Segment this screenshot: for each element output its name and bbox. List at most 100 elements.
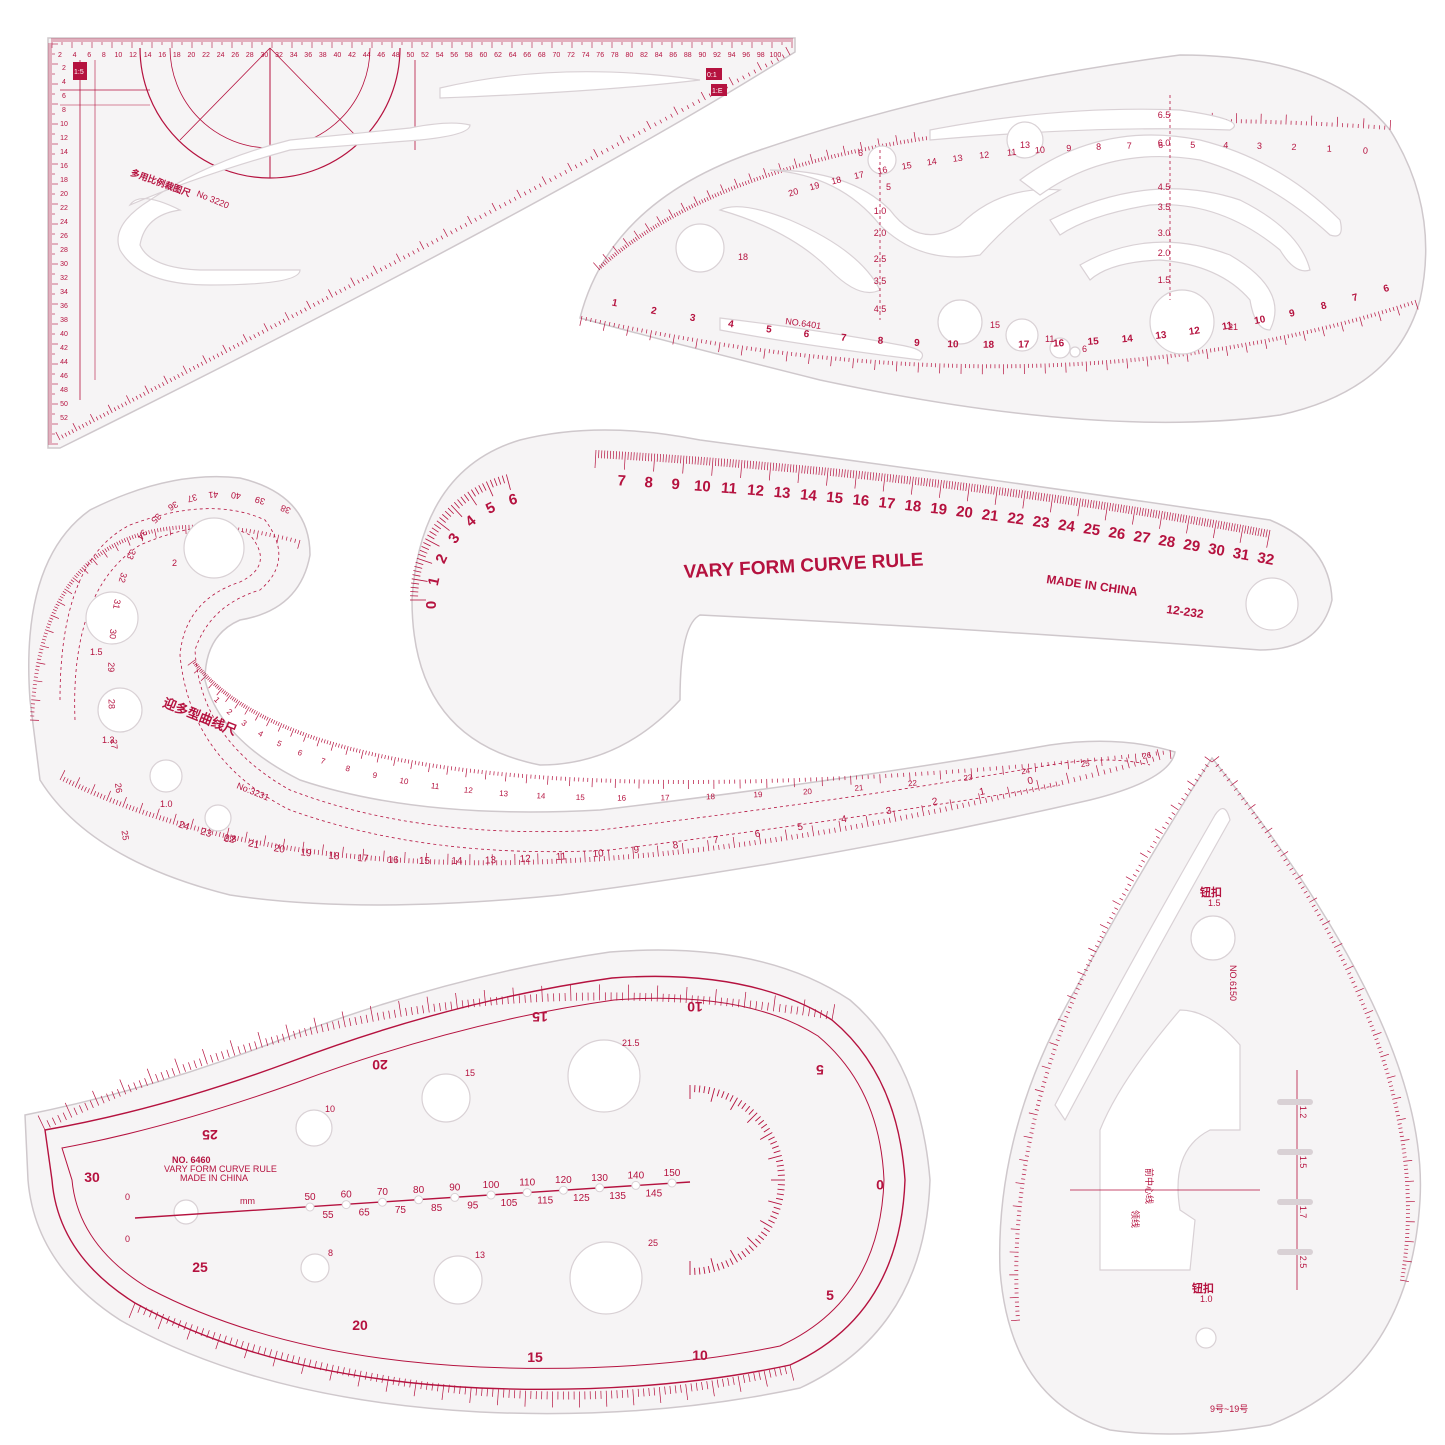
french-curve-hook-tick-label: 37 <box>186 492 198 504</box>
paisley-mm-label: 70 <box>377 1187 389 1198</box>
square-ruler-tick-label: 26 <box>231 52 239 59</box>
french-curve-inner-tick-label: 25 <box>1080 759 1091 769</box>
paisley-mm-label: 145 <box>645 1188 662 1199</box>
square-ruler-tick-label: 78 <box>611 52 619 59</box>
small-teardrop-model: NO.6150 <box>1228 965 1238 1001</box>
french-curve-hook-tick-label: 34 <box>135 528 149 542</box>
small-teardrop-ruler: 钮扣 1.5 钮扣 1.0 前中心线 领线 NO.6150 9号~19号 1.2… <box>998 756 1422 1435</box>
paisley-hole-label: 21.5 <box>622 1038 640 1048</box>
square-ruler-tick-label: 30 <box>261 52 269 59</box>
square-ruler-tick-label: 70 <box>553 52 561 59</box>
teardrop-bottom-tick-label: 4 <box>727 319 735 331</box>
square-ruler-tick-label: 42 <box>348 52 356 59</box>
teardrop-ruler: 18 15 11 6 21 13 6 5 NO.6401 6.56.04.53.… <box>579 54 1427 424</box>
paisley-rim-label: 15 <box>527 1349 543 1365</box>
square-ruler-left-scale: 2468101214161820222426283032343638404244… <box>60 65 68 422</box>
square-ruler-tick-label: 42 <box>60 345 68 352</box>
square-ruler-tick-label: 26 <box>60 233 68 240</box>
teardrop-center-tick-label: 1.5 <box>1158 275 1171 285</box>
small-teardrop-button-top: 钮扣 <box>1200 885 1222 899</box>
vary-form-tick-label: 14 <box>799 486 818 505</box>
french-curve-inner-tick-label: 11 <box>430 781 440 791</box>
small-teardrop-scale-label: 1.5 <box>1298 1156 1308 1169</box>
french-curve-hook-tick-label: 26 <box>113 782 124 793</box>
teardrop-top-tick-label: 2 <box>1291 142 1296 152</box>
french-curve-outer-tick-label: 7 <box>713 835 720 847</box>
square-ruler-tick-label: 32 <box>275 52 283 59</box>
vary-form-tick-label: 6 <box>507 491 519 510</box>
french-curve-inner-tick-label: 17 <box>661 793 671 802</box>
french-curve-hook-tick-label: 28 <box>106 699 116 709</box>
teardrop-bottom-tick-label: 9 <box>914 338 921 349</box>
square-ruler-tick-label: 20 <box>188 52 196 59</box>
french-curve-hook-tick-label: 30 <box>108 629 119 640</box>
square-ruler-tick-label: 68 <box>538 52 546 59</box>
paisley-mm-label: 150 <box>664 1168 681 1179</box>
paisley-mm-label: 90 <box>449 1182 461 1193</box>
teardrop-bottom-tick-label: 10 <box>1253 314 1266 327</box>
paisley-origin: MADE IN CHINA <box>180 1173 248 1183</box>
small-teardrop-button-top-size: 1.5 <box>1208 898 1221 908</box>
teardrop-top-tick-label: 6 <box>1158 140 1163 150</box>
french-curve-inner-tick-label: 15 <box>576 793 586 802</box>
square-ruler-tick-label: 48 <box>392 52 400 59</box>
square-ruler-tick-label: 50 <box>407 52 415 59</box>
square-ruler-tick-label: 22 <box>202 52 210 59</box>
paisley-rim-label: 10 <box>692 1347 708 1363</box>
french-curve-inner-tick-label: 13 <box>499 789 509 799</box>
teardrop-top-tick-label: 7 <box>1127 141 1132 151</box>
square-ruler-tick-label: 10 <box>115 52 123 59</box>
square-ruler-tick-label: 86 <box>669 52 677 59</box>
vary-form-tick-label: 18 <box>904 497 923 516</box>
teardrop-top-tick-label: 15 <box>901 160 913 172</box>
square-ruler-tag: 1:5 <box>74 69 84 76</box>
vary-form-tick-label: 23 <box>1032 513 1051 532</box>
french-curve-inner-tick-label: 2 <box>225 707 235 717</box>
french-curve-inner-tick-label: 19 <box>753 790 763 799</box>
vary-form-tick-label: 11 <box>720 479 737 497</box>
paisley-mm-label: 140 <box>627 1170 644 1181</box>
teardrop-bottom-tick-label: 9 <box>1288 308 1296 320</box>
french-curve-hook-tick-label: 31 <box>111 598 123 610</box>
teardrop-bottom-tick-label: 2 <box>650 305 658 317</box>
french-curve-outer-tick-label: 2 <box>931 796 939 808</box>
square-ruler-tick-label: 14 <box>60 149 68 156</box>
french-curve-hole-label: 1.3 <box>102 735 115 745</box>
teardrop-hole-label: 15 <box>990 320 1000 330</box>
small-teardrop-scale-label: 1.2 <box>1298 1106 1308 1119</box>
paisley-mm-label: 85 <box>431 1203 443 1214</box>
french-curve-outer-tick-label: 8 <box>672 840 679 852</box>
vary-form-tick-label: 22 <box>1006 510 1025 529</box>
teardrop-hole-label: 11 <box>1045 334 1054 344</box>
french-curve-inner-tick-label: 21 <box>854 783 864 793</box>
square-ruler-tick-label: 18 <box>60 177 68 184</box>
french-curve-inner-tick-label: 1 <box>212 695 222 705</box>
teardrop-top-tick-label: 11 <box>1007 147 1017 158</box>
teardrop-center-tick-label: 6.0 <box>1158 138 1171 148</box>
square-ruler-tick-label: 76 <box>596 52 604 59</box>
square-ruler-tick-label: 12 <box>129 52 137 59</box>
teardrop-center-tick-label: 6.5 <box>1158 110 1171 120</box>
french-curve-inner-tick-label: 5 <box>275 739 283 749</box>
square-ruler-tick-label: 40 <box>334 52 342 59</box>
teardrop-bottom-tick-label: 18 <box>983 340 995 351</box>
square-ruler-tag: 1:E <box>712 88 723 95</box>
paisley-mm-label: 80 <box>413 1185 425 1196</box>
teardrop-bottom-tick-label: 13 <box>1155 330 1168 342</box>
small-teardrop-neckline: 领线 <box>1130 1210 1141 1228</box>
square-ruler-tick-label: 4 <box>73 52 77 59</box>
teardrop-bottom-tick-label: 14 <box>1121 333 1134 345</box>
square-ruler-tick-label: 14 <box>144 52 152 59</box>
teardrop-top-tick-label: 18 <box>830 174 842 186</box>
french-curve-outer-tick-label: 4 <box>840 814 848 826</box>
french-curve-outer-tick-label: 14 <box>451 856 463 867</box>
french-curve-hole-label: 2 <box>172 558 177 568</box>
paisley-mm-label: 65 <box>359 1208 371 1219</box>
paisley-rim-label: 5 <box>816 1062 824 1078</box>
